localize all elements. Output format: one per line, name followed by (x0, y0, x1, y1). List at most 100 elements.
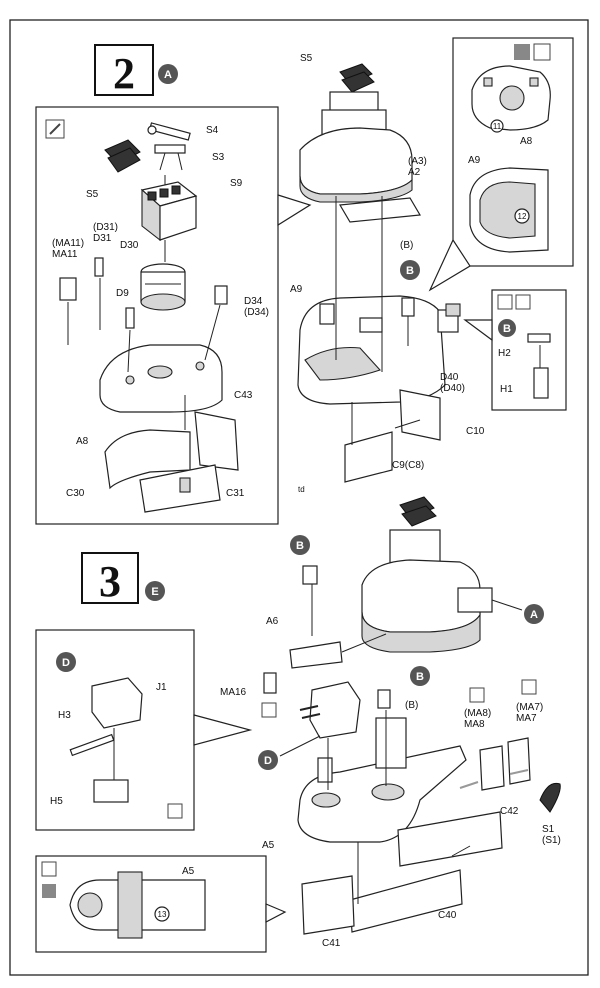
step-2-number-box (94, 44, 154, 96)
badge-b-right-label: B (503, 323, 511, 335)
glue-icon (167, 803, 183, 819)
label-h3: H3 (58, 710, 71, 721)
label-s1: S1(S1) (542, 824, 561, 846)
label-ma11: (MA11)MA11 (52, 238, 84, 260)
part-h5 (93, 779, 129, 803)
part-h1 (533, 367, 549, 399)
part-h3 (69, 733, 115, 757)
part-d34 (214, 285, 228, 305)
label-d34: D34(D34) (244, 296, 269, 318)
marker-13: 13 (158, 910, 167, 919)
paint-drop-icon (261, 702, 277, 718)
step-3-inset-left: D J1 H3 H5 (35, 629, 253, 831)
badge-b-step3-mid-label: B (416, 671, 424, 683)
step-2-badge (158, 64, 178, 84)
part-a8 (99, 344, 223, 413)
label-ma7: (MA7)MA7 (516, 702, 543, 724)
label-d30: D30 (120, 240, 139, 251)
label-a5: A5 (262, 840, 275, 851)
paint-drop-icon (469, 687, 485, 703)
step-3-inset-bottom: 13 A5 (35, 855, 287, 953)
label-s4: S4 (206, 125, 219, 136)
step-2-main-assembly: S5 (A3)A2 A9 D40(D40) C10 C9(C8) td B (B… (290, 53, 485, 494)
step-3-number-box (81, 552, 139, 604)
label-a9-main: A9 (290, 284, 303, 295)
part-c43 (194, 411, 239, 471)
part-j1 (91, 677, 143, 729)
badge-d-step3-label: D (264, 755, 272, 767)
label-a5-inset: A5 (182, 866, 195, 877)
badge-a-step3-label: A (530, 609, 538, 621)
label-a6: A6 (266, 616, 279, 627)
step-3: 3 E A B A6 MA16 (35, 496, 561, 953)
part-d9 (125, 307, 135, 329)
step-2-inset-left: S4 S3 S5 S9 (MA11)MA11 (D31)D31 D30 D9 D… (35, 106, 312, 525)
label-d31: (D31)D31 (93, 222, 118, 244)
part-a6 (289, 641, 343, 669)
part-c10 (399, 389, 441, 441)
badge-b-step3-top-label: B (296, 540, 304, 552)
label-b-step3-paren: (B) (405, 700, 418, 711)
label-c10: C10 (466, 426, 485, 437)
part-b-sub (401, 297, 415, 317)
step-3-upper-assembly (361, 496, 523, 653)
label-d40: D40(D40) (440, 372, 465, 394)
marker-11: 11 (493, 122, 502, 131)
label-h2: H2 (498, 348, 511, 359)
part-c41 (301, 875, 355, 935)
label-c41: C41 (322, 938, 341, 949)
label-ma8: (MA8)MA8 (464, 708, 491, 730)
part-d30 (140, 263, 186, 311)
part-d31 (94, 257, 104, 277)
label-s5-inset: S5 (86, 189, 99, 200)
part-s1 (539, 782, 561, 813)
step-2-inset-top-right: 11 A8 A9 12 (428, 37, 574, 292)
label-h5: H5 (50, 796, 63, 807)
glue-icon (533, 43, 551, 61)
part-s5 (104, 139, 141, 173)
badge-b-step3-top (290, 535, 310, 555)
glue-icon (41, 861, 57, 877)
badge-d-inset (56, 652, 76, 672)
badge-d-inset-label: D (62, 657, 70, 669)
step-3-badge (145, 581, 165, 601)
step-2-badge-label: A (164, 69, 172, 81)
part-d40 (437, 303, 461, 333)
part-b-step3 (302, 565, 318, 585)
label-a3-a2: (A3)A2 (408, 156, 427, 178)
badge-d-step3 (258, 750, 278, 770)
label-j1: J1 (156, 682, 167, 693)
paint-drop-icon (521, 679, 537, 695)
part-s4 (147, 122, 191, 141)
part-ma8 (479, 745, 505, 791)
label-c40: C40 (438, 910, 457, 921)
label-d9: D9 (116, 288, 129, 299)
star-icon (514, 44, 530, 60)
part-c40 (349, 869, 463, 933)
part-c42 (397, 811, 503, 867)
step-2: 2 A (35, 37, 574, 525)
label-b-paren: (B) (400, 240, 413, 251)
label-c9c8: C9(C8) (392, 460, 424, 471)
step-3-number: 3 (99, 557, 121, 606)
label-s9: S9 (230, 178, 243, 189)
badge-b-main (400, 260, 420, 280)
label-c31: C31 (226, 488, 245, 499)
part-ma11 (59, 277, 77, 301)
part-ma7 (507, 737, 531, 785)
page-frame (9, 19, 589, 976)
part-a5-hull (297, 710, 467, 843)
badge-b-main-label: B (406, 265, 414, 277)
step-3-badge-label: E (151, 586, 158, 598)
glue-icon (497, 294, 513, 310)
paint-icon (515, 294, 531, 310)
label-c42: C42 (500, 806, 519, 817)
label-c43: C43 (234, 390, 253, 401)
label-c30: C30 (66, 488, 85, 499)
part-ma16 (263, 672, 277, 694)
mark-td: td (298, 485, 305, 494)
part-a2 (339, 197, 421, 223)
step-2-number: 2 (113, 49, 135, 98)
part-h2 (527, 333, 551, 343)
